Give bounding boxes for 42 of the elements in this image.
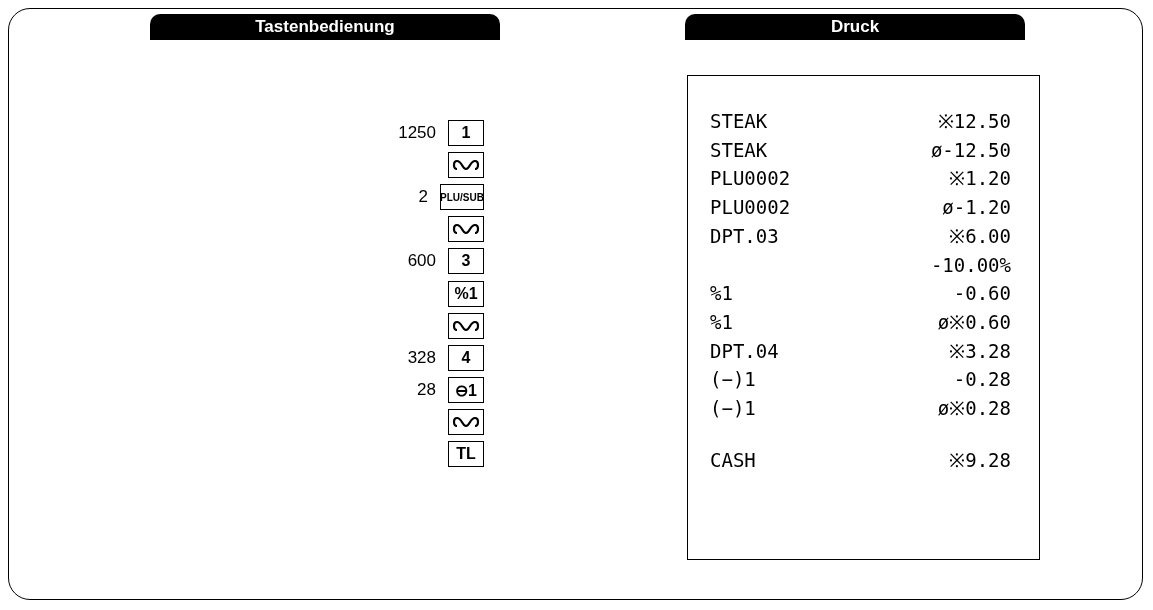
receipt-text: PLU0002 [710,195,791,221]
receipt-text: (−)1 [710,396,756,421]
receipt-text: DPT.03 [710,223,779,249]
receipt-text: -0.60 [953,281,1011,307]
key-button: 3 [448,248,484,274]
receipt-text: ※3.28 [949,338,1011,364]
receipt-text: ø-12.50 [930,137,1011,163]
receipt [687,75,1040,560]
key-button: %1 [448,281,484,307]
receipt-text: STEAK [710,109,768,134]
key-button: 1 [448,120,484,146]
receipt-text: -0.28 [953,367,1011,393]
receipt-text: -10.00% [930,252,1011,278]
key-button: PLU/SUB [440,184,484,210]
receipt-text: ø※0.28 [937,396,1011,421]
receipt-text: ø-1.20 [942,195,1011,221]
entry-number: 328 [406,347,436,369]
entry-number: 600 [406,250,436,272]
receipt-text: (−)1 [710,367,756,393]
receipt-text: DPT.04 [710,338,779,364]
entry-number: 1250 [397,122,436,144]
void-key [448,313,484,339]
void-key [448,409,484,435]
receipt-text: ※1.20 [949,166,1011,192]
void-key [448,216,484,242]
receipt-text: CASH [710,447,756,473]
entry-number: 28 [416,379,436,401]
receipt-text: ※12.50 [937,109,1011,134]
key-button: 4 [448,345,484,371]
section-header: Tastenbedienung [150,14,500,40]
receipt-text: STEAK [710,137,768,163]
key-button: ⊖1 [448,377,484,403]
key-button: TL [448,441,484,467]
receipt-text: ※9.28 [949,447,1011,473]
receipt-text: %1 [710,281,733,307]
section-header: Druck [685,14,1025,40]
receipt-text: ø※0.60 [937,309,1011,335]
receipt-text: %1 [710,309,733,335]
void-key [448,152,484,178]
receipt-text: PLU0002 [710,166,791,192]
entry-number: 2 [417,186,428,208]
receipt-text: ※6.00 [949,223,1011,249]
